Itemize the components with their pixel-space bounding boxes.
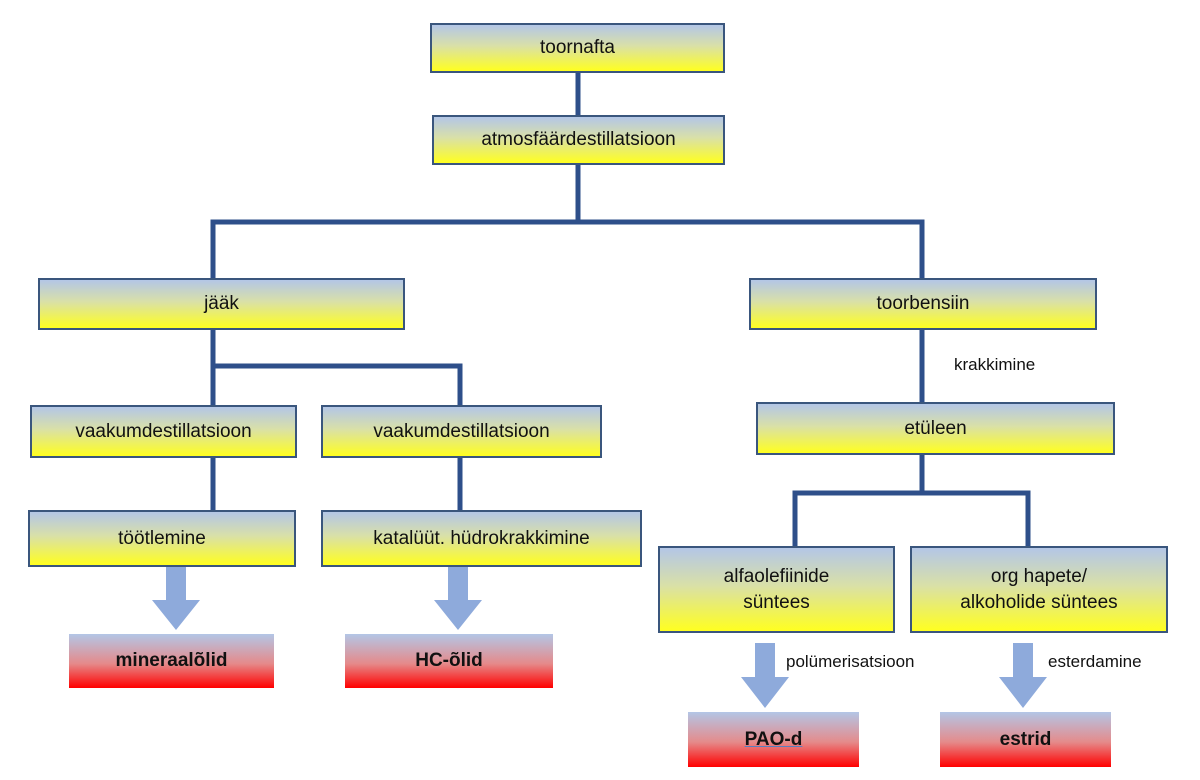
node-etuleen-label: etüleen	[904, 417, 967, 439]
edge-label-esterdamine: esterdamine	[1048, 652, 1142, 671]
node-org-label-line1: org hapete/	[990, 565, 1088, 587]
node-hc-oelid: HC-õlid	[345, 634, 553, 688]
node-pao-label: PAO-d	[744, 728, 803, 750]
node-org-hapete-suntees: org hapete/ alkoholide süntees	[910, 546, 1168, 633]
node-hc-label: HC-õlid	[415, 650, 483, 672]
node-toorbensiin: toorbensiin	[749, 278, 1097, 330]
node-org-label-line2: alkoholide süntees	[960, 591, 1118, 613]
node-pao-d: PAO-d	[688, 712, 859, 767]
arrow-hudrokrakk-hc	[434, 567, 482, 630]
arrow-org-estrid	[999, 643, 1047, 708]
arrow-alfa-pao	[741, 643, 789, 708]
node-estrid: estrid	[940, 712, 1111, 767]
edge-label-polumerisatsioon: polümerisatsioon	[786, 652, 915, 671]
node-etuleen: etüleen	[756, 402, 1115, 455]
node-tootlemine: töötlemine	[28, 510, 296, 567]
node-mineraal-label: mineraalõlid	[115, 650, 228, 672]
node-hudrokrakk-label: katalüüt. hüdrokrakkimine	[373, 527, 590, 549]
edge-label-krakkimine: krakkimine	[954, 355, 1036, 374]
node-vaakumdestillatsioon-1: vaakumdestillatsioon	[30, 405, 297, 458]
node-vaakumdestillatsioon-2: vaakumdestillatsioon	[321, 405, 602, 458]
node-alfaolefiinide-suntees: alfaolefiinide süntees	[658, 546, 895, 633]
node-vaakum1-label: vaakumdestillatsioon	[75, 420, 252, 442]
arrow-tootlemine-mineraal	[152, 567, 200, 630]
node-atmosfaar-label: atmosfäärdestillatsioon	[481, 129, 676, 151]
node-alfa-label-line1: alfaolefiinide	[723, 565, 830, 587]
node-toornafta-label: toornafta	[540, 37, 615, 59]
node-jaak-label: jääk	[204, 293, 239, 315]
node-atmosfaardestillatsioon: atmosfäärdestillatsioon	[432, 115, 725, 165]
node-mineraaloelid: mineraalõlid	[69, 634, 274, 688]
node-toornafta: toornafta	[430, 23, 725, 73]
node-katalyyt-hudrokrakkimine: katalüüt. hüdrokrakkimine	[321, 510, 642, 567]
node-alfa-label-line2: süntees	[743, 591, 810, 613]
node-jaak: jääk	[38, 278, 405, 330]
node-vaakum2-label: vaakumdestillatsioon	[373, 420, 550, 442]
node-tootlemine-label: töötlemine	[118, 527, 206, 549]
node-toorbensiin-label: toorbensiin	[876, 293, 970, 315]
node-estrid-label: estrid	[999, 728, 1052, 750]
